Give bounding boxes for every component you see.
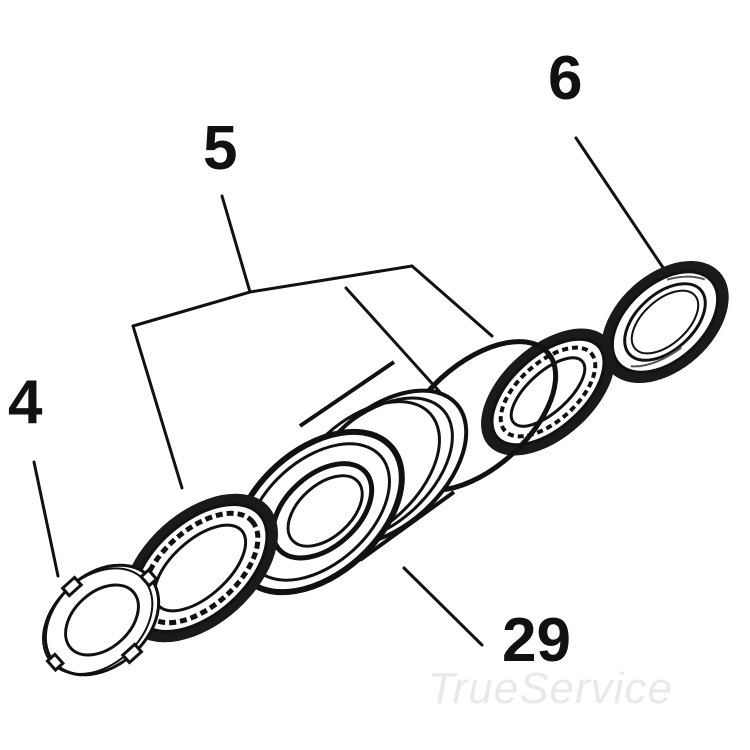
- callout-part-4: 4: [8, 368, 43, 437]
- seal-ring-part-6: [601, 260, 729, 384]
- leader-5-bracket: [131, 264, 414, 328]
- slotted-nut-part-4: [42, 563, 161, 677]
- bearing-race-left: [122, 493, 278, 643]
- callout-part-6: 6: [548, 44, 583, 113]
- snap-ring: [413, 339, 559, 493]
- leader-6: [574, 136, 670, 277]
- callout-part-5: 5: [203, 114, 238, 183]
- callout-part-29: 29: [502, 606, 571, 675]
- leader-lines: [32, 136, 670, 647]
- leader-5-stem: [220, 194, 252, 294]
- watermark: TrueService: [428, 664, 673, 713]
- leader-5-left: [131, 324, 184, 490]
- leader-4: [32, 460, 60, 578]
- leader-29: [402, 566, 484, 647]
- leader-5-right: [410, 264, 494, 338]
- bearing-race-right: [481, 328, 615, 456]
- leader-5-mid: [344, 286, 458, 412]
